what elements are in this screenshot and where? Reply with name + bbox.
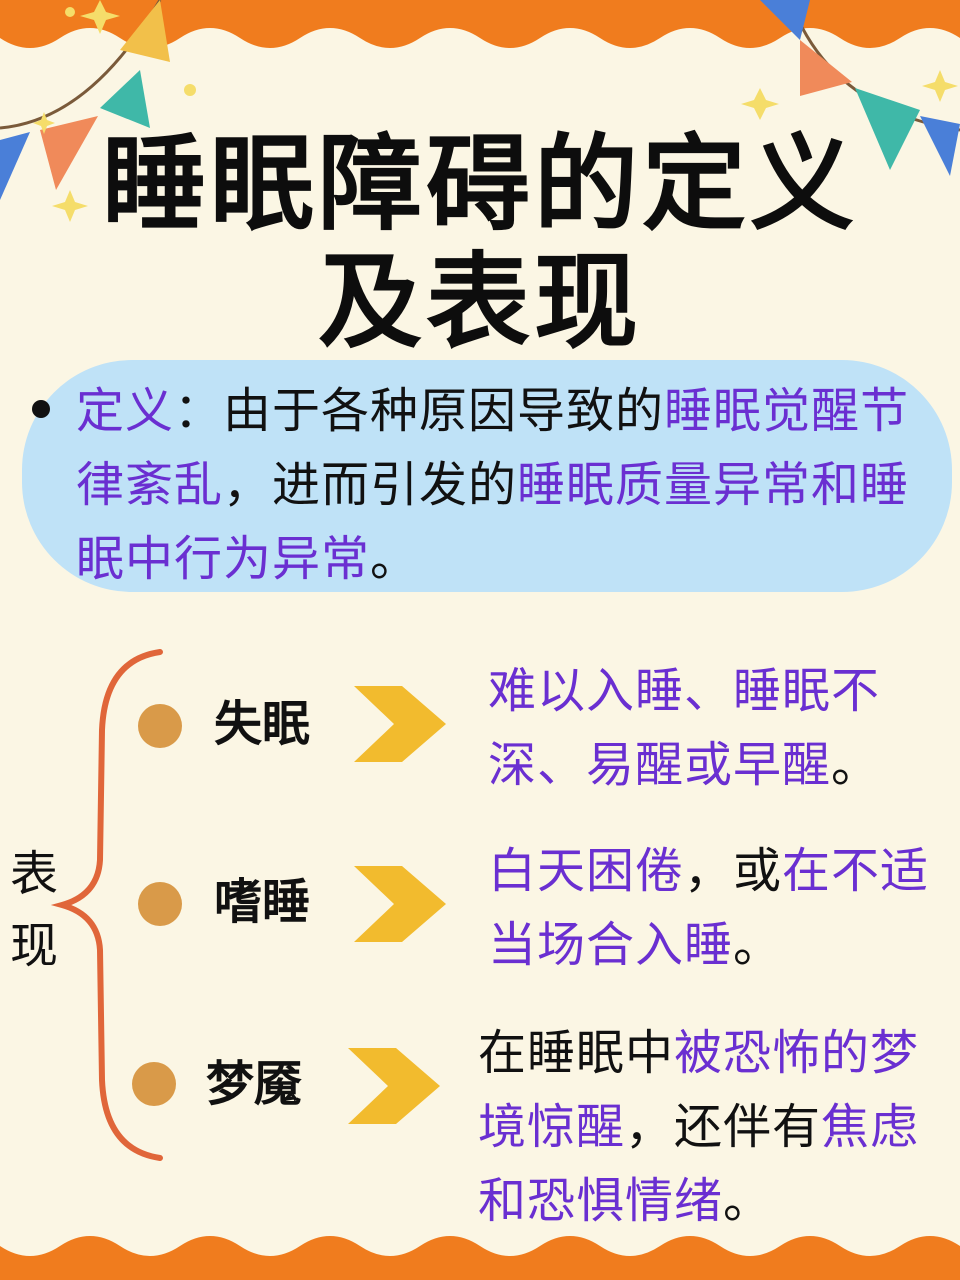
sparkle-dot <box>184 84 196 96</box>
term-hypersomnia: 嗜睡 <box>214 874 311 930</box>
top-wave-border <box>0 0 960 48</box>
term-insomnia: 失眠 <box>214 696 311 752</box>
bullet-dot-icon <box>138 704 182 748</box>
pennant-flag-icon <box>760 0 960 176</box>
definition-text: 定义：由于各种原因导致的睡眠觉醒节律紊乱，进而引发的睡眠质量异常和睡眠中行为异常… <box>76 383 910 587</box>
hypersomnia-description: 白天困倦，或在不适当场合入睡。 <box>488 843 930 973</box>
pennant-flag-icon <box>0 0 170 200</box>
definition-label: 定义 <box>76 383 175 439</box>
chevron-right-icon <box>348 1048 440 1124</box>
sparkle-star-icon <box>33 0 958 222</box>
page-title-line2: 及表现 <box>317 241 642 363</box>
definition-box <box>22 360 952 592</box>
bullet-dot-icon <box>138 882 182 926</box>
chevron-right-icon <box>354 686 446 762</box>
chevron-right-icon <box>354 866 446 942</box>
page-title-line1: 睡眠障碍的定义 <box>101 123 858 245</box>
curly-brace-icon <box>50 649 163 1161</box>
insomnia-description: 难以入睡、睡眠不深、易醒或早醒。 <box>488 663 881 793</box>
term-nightmare: 梦魇 <box>206 1056 303 1112</box>
bullet-dot-icon <box>32 400 50 418</box>
bottom-wave-border <box>0 1236 960 1280</box>
bullet-dot-icon <box>132 1062 176 1106</box>
sparkle-dot <box>65 7 75 17</box>
nightmare-description: 在睡眠中被恐怖的梦境惊醒，还伴有焦虑和恐惧情绪。 <box>478 1025 920 1229</box>
manifestations-label: 表现 <box>9 846 58 974</box>
